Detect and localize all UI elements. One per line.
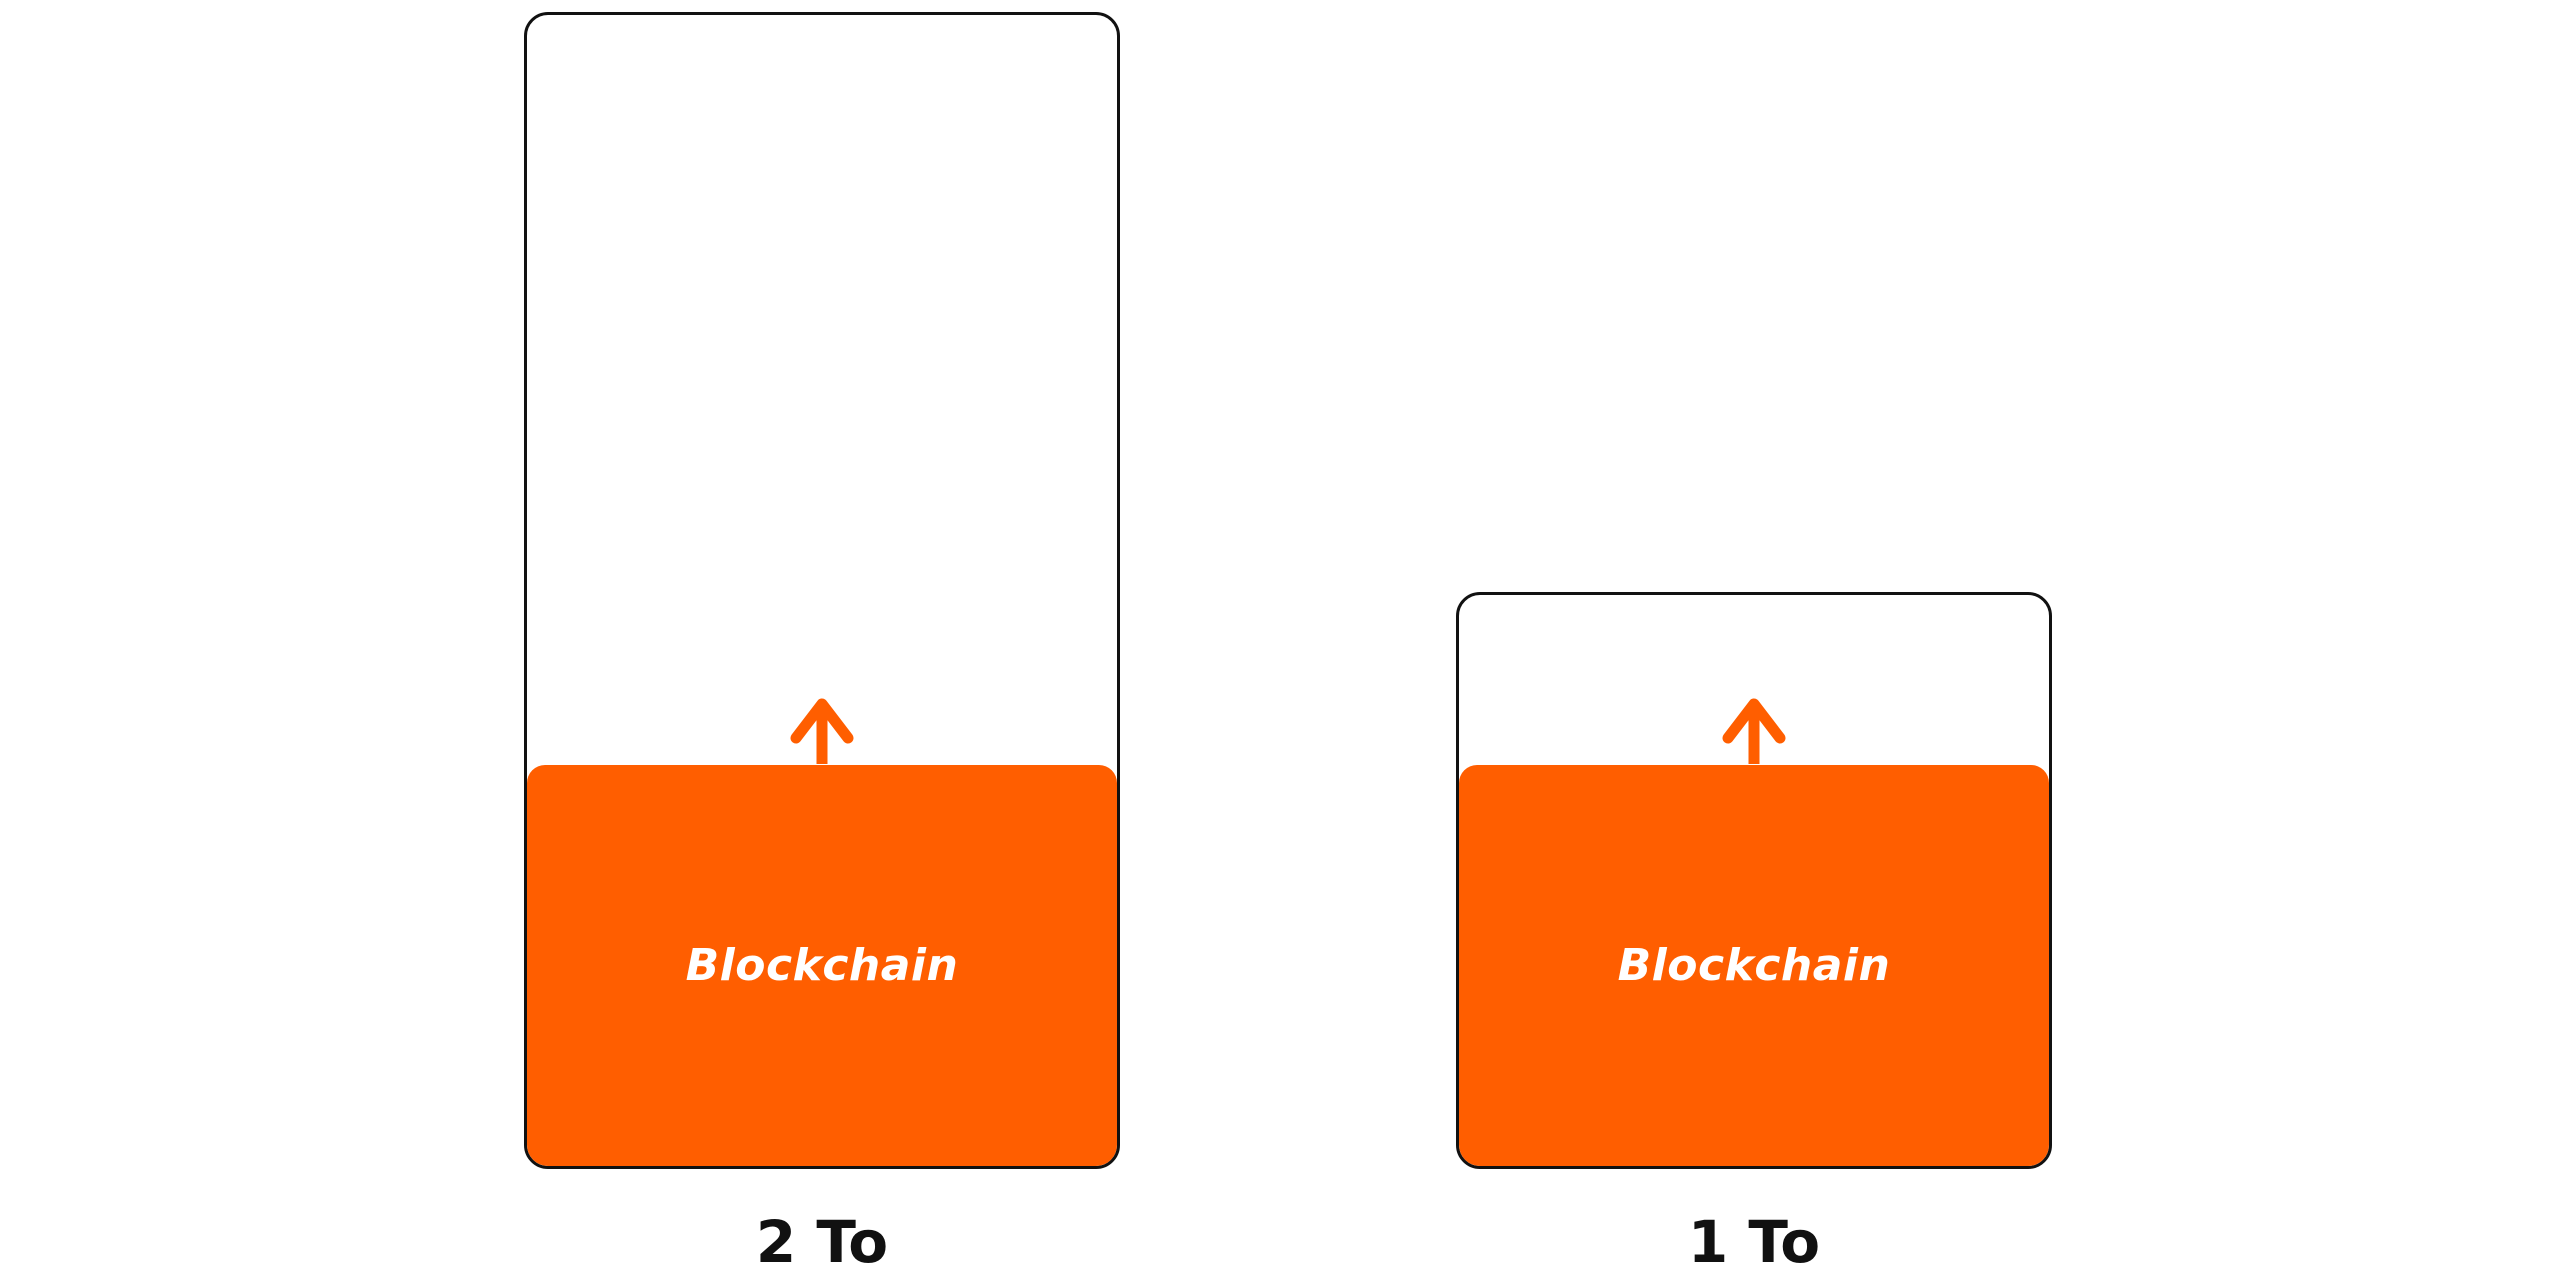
blockchain-fill: Blockchain [527, 765, 1117, 1166]
storage-size-label: 1 To [1687, 1208, 1821, 1276]
storage-container-1to: Blockchain [1456, 592, 2052, 1169]
blockchain-fill: Blockchain [1459, 765, 2049, 1166]
blockchain-label: Blockchain [685, 940, 959, 991]
storage-size-label: 2 To [755, 1208, 889, 1276]
arrow-up-icon [790, 698, 854, 764]
storage-container-2to: Blockchain [524, 12, 1120, 1169]
arrow-up-icon [1722, 698, 1786, 764]
blockchain-label: Blockchain [1617, 940, 1891, 991]
